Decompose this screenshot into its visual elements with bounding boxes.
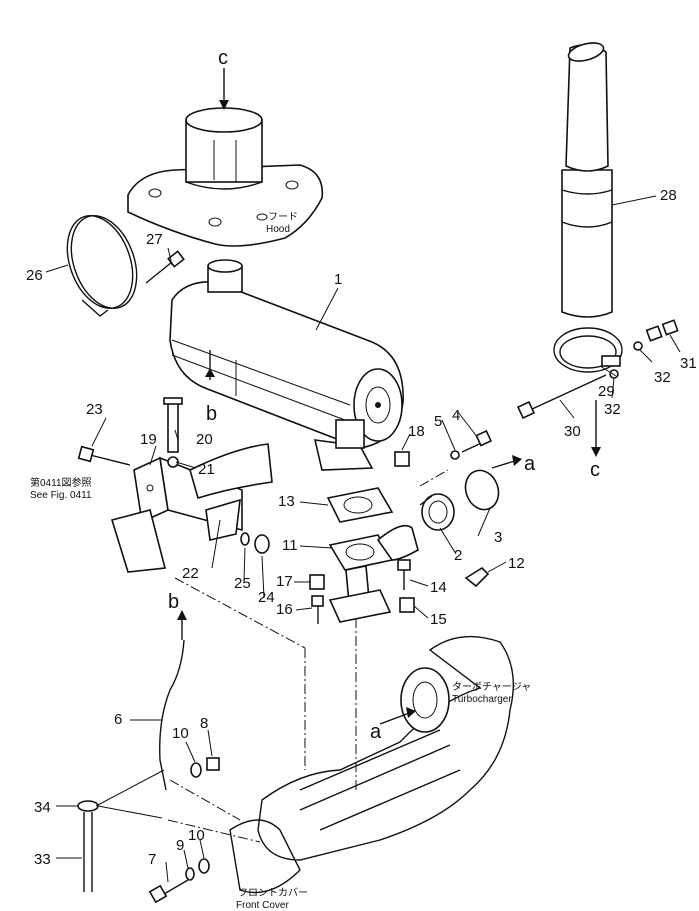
callout-23: 23 xyxy=(86,401,103,418)
callout-18: 18 xyxy=(408,423,425,440)
callout-32b: 32 xyxy=(604,401,621,418)
callout-3: 3 xyxy=(494,529,502,546)
callout-2: 2 xyxy=(454,547,462,564)
nut-24-washer-25 xyxy=(240,532,270,554)
callout-27: 27 xyxy=(146,231,163,248)
mount-bracket xyxy=(110,397,273,573)
note-see-fig-en: See Fig. 0411 xyxy=(30,490,92,501)
reference-letters: c c b b a a xyxy=(168,47,600,743)
tube-6 xyxy=(159,639,185,791)
callout-15: 15 xyxy=(430,611,447,628)
letter-c-right: c xyxy=(590,459,600,481)
callout-24: 24 xyxy=(258,589,275,606)
callout-4: 4 xyxy=(452,407,460,424)
callout-22: 22 xyxy=(182,565,199,582)
callout-33: 33 xyxy=(34,851,51,868)
elbow-11 xyxy=(328,524,419,623)
callout-30: 30 xyxy=(564,423,581,440)
callout-7: 7 xyxy=(148,851,156,868)
bolt-7 xyxy=(148,879,189,904)
letter-a-flange: a xyxy=(524,453,536,475)
callout-12: 12 xyxy=(508,555,525,572)
bolt-27 xyxy=(145,250,185,284)
callout-28: 28 xyxy=(660,187,677,204)
annotation-notes: フード Hood 第0411図参照 See Fig. 0411 ターボチャージャ… xyxy=(30,212,531,911)
washers-nut-8-10 xyxy=(185,757,220,881)
callout-26: 26 xyxy=(26,267,43,284)
stack-hardware xyxy=(516,319,679,420)
callout-25: 25 xyxy=(234,575,251,592)
engine-outline xyxy=(229,635,515,894)
arrow-a-turbo xyxy=(379,707,416,725)
gasket-3 xyxy=(464,469,500,511)
callout-32a: 32 xyxy=(654,369,671,386)
arrow-b-muffler xyxy=(205,350,215,380)
arrow-b-bracket xyxy=(177,610,187,640)
callout-19: 19 xyxy=(140,431,157,448)
callout-34: 34 xyxy=(34,799,51,816)
note-front-jp: フロントカバー xyxy=(238,887,308,899)
arrow-c-right xyxy=(591,400,601,457)
hood-assembly xyxy=(127,107,324,247)
callout-10a: 10 xyxy=(172,725,189,742)
callout-20: 20 xyxy=(196,431,213,448)
note-hood-jp: フード xyxy=(268,212,298,223)
callout-21: 21 xyxy=(198,461,215,478)
leader-lines xyxy=(45,195,681,883)
callout-10b: 10 xyxy=(188,827,205,844)
callout-17: 17 xyxy=(276,573,293,590)
note-see-fig-jp: 第0411図参照 xyxy=(30,476,92,489)
clamp-band xyxy=(66,215,138,317)
note-turbo-en: Turbocharger xyxy=(452,694,512,705)
callout-31: 31 xyxy=(680,355,697,372)
callout-labels: 1 2 3 4 5 6 7 8 9 10 10 11 12 13 14 15 1… xyxy=(26,187,697,868)
stack-clamp xyxy=(553,327,623,373)
exhaust-stack xyxy=(561,42,613,318)
gasket-13 xyxy=(326,487,394,523)
bolt-16 xyxy=(311,595,324,624)
muffler xyxy=(169,259,404,471)
letter-c-top: c xyxy=(218,47,228,69)
callout-29: 29 xyxy=(598,383,615,400)
callout-5: 5 xyxy=(434,413,442,430)
bolt-23 xyxy=(77,445,131,466)
note-front-en: Front Cover xyxy=(236,900,289,911)
bellows-2 xyxy=(419,493,455,531)
callout-6: 6 xyxy=(114,711,122,728)
spacers-15-17 xyxy=(309,574,415,613)
callout-14: 14 xyxy=(430,579,447,596)
nut-18 xyxy=(394,451,410,467)
arrow-c-top xyxy=(219,68,229,110)
letter-a-turbo: a xyxy=(370,721,382,743)
bolt-14 xyxy=(397,559,411,590)
callout-1: 1 xyxy=(334,271,342,288)
arrow-a-flange xyxy=(491,455,522,469)
letter-b-muffler: b xyxy=(206,403,217,425)
plug-12 xyxy=(464,566,490,588)
drain-tube-33-clip-34 xyxy=(77,769,165,892)
note-turbo-jp: ターボチャージャ xyxy=(452,681,531,693)
bolt-4-washer-5 xyxy=(450,429,493,460)
callout-8: 8 xyxy=(200,715,208,732)
callout-11: 11 xyxy=(282,537,298,554)
callout-9: 9 xyxy=(176,837,184,854)
letter-b-bracket: b xyxy=(168,591,179,613)
callout-16: 16 xyxy=(276,601,293,618)
note-hood-en: Hood xyxy=(266,224,290,235)
callout-13: 13 xyxy=(278,493,295,510)
